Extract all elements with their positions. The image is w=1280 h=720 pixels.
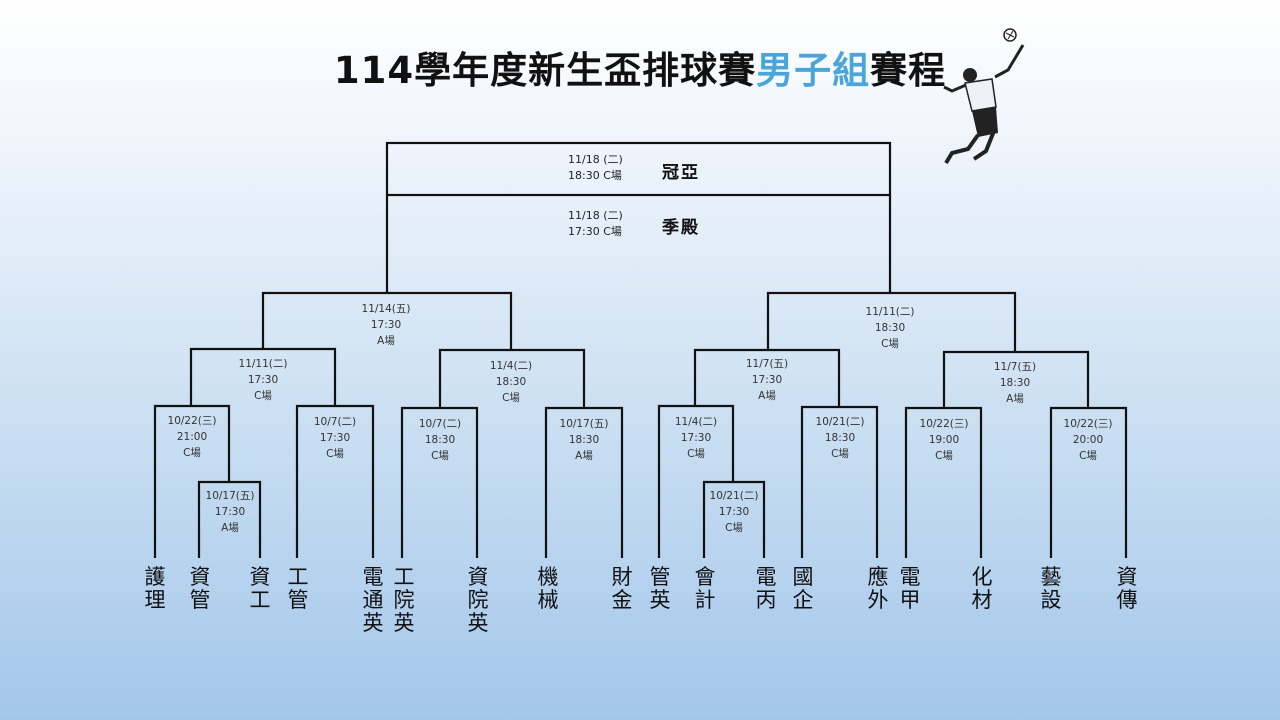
match-time: 21:00 bbox=[176, 431, 208, 443]
match-venue: C場 bbox=[935, 450, 953, 462]
match-date: 11/7(五) bbox=[993, 361, 1037, 373]
match-date: 11/11(二) bbox=[865, 306, 915, 318]
final-label: 冠亞 bbox=[662, 163, 700, 183]
team-name: 電通英 bbox=[362, 565, 384, 635]
team-name: 資院英 bbox=[467, 565, 489, 635]
team-name: 護理 bbox=[144, 565, 166, 612]
final-box bbox=[385, 141, 892, 197]
team-name: 財金 bbox=[611, 565, 633, 612]
match-venue: A場 bbox=[221, 522, 239, 534]
match-venue: C場 bbox=[881, 338, 899, 350]
team-name: 資工 bbox=[249, 565, 271, 612]
team-name: 電甲 bbox=[899, 565, 921, 612]
title-highlight: 男子組 bbox=[756, 49, 871, 92]
match-venue: C場 bbox=[1079, 450, 1097, 462]
match-time: 17:30 bbox=[680, 432, 712, 444]
page-title: 114學年度新生盃排球賽男子組賽程 bbox=[0, 40, 1280, 94]
match-date: 11/14(五) bbox=[361, 303, 411, 315]
team-name: 資管 bbox=[189, 565, 211, 612]
match-time: 17:30 bbox=[247, 374, 279, 386]
match-time: 20:00 bbox=[1072, 434, 1104, 446]
team-name: 管英 bbox=[649, 565, 671, 612]
match-time: 17:30 bbox=[370, 319, 402, 331]
match-date: 11/4(二) bbox=[674, 416, 718, 428]
match-time: 19:00 bbox=[928, 434, 960, 446]
team-name: 工院英 bbox=[393, 565, 415, 635]
match-date: 10/21(二) bbox=[709, 490, 759, 502]
match-venue: C場 bbox=[254, 390, 272, 402]
match-venue: A場 bbox=[758, 390, 776, 402]
third-place-label: 季殿 bbox=[662, 218, 700, 238]
team-name: 電丙 bbox=[755, 565, 777, 612]
match-date: 10/22(三) bbox=[167, 415, 217, 427]
match-venue: A場 bbox=[1006, 393, 1024, 405]
match-time: 17:30 bbox=[319, 432, 351, 444]
semifinal-right bbox=[766, 291, 1017, 352]
final-time: 18:30 C場 bbox=[568, 169, 622, 182]
match-date: 10/17(五) bbox=[559, 418, 609, 430]
match-venue: C場 bbox=[326, 448, 344, 460]
match-time: 17:30 bbox=[751, 374, 783, 386]
match-venue: C場 bbox=[725, 522, 743, 534]
match-date: 10/7(二) bbox=[418, 418, 462, 430]
match-date: 10/22(三) bbox=[919, 418, 969, 430]
team-name: 工管 bbox=[287, 565, 309, 612]
match-time: 18:30 bbox=[424, 434, 456, 446]
match-date: 11/7(五) bbox=[745, 358, 789, 370]
match-date: 10/17(五) bbox=[205, 490, 255, 502]
match-venue: A場 bbox=[377, 335, 395, 347]
match-venue: C場 bbox=[431, 450, 449, 462]
match-venue: A場 bbox=[575, 450, 593, 462]
match-date: 10/7(二) bbox=[313, 416, 357, 428]
match-date: 10/22(三) bbox=[1063, 418, 1113, 430]
match-venue: C場 bbox=[687, 448, 705, 460]
title-suffix: 賽程 bbox=[870, 49, 947, 92]
match-venue: C場 bbox=[831, 448, 849, 460]
team-name: 化材 bbox=[971, 565, 993, 612]
match-date: 11/11(二) bbox=[238, 358, 288, 370]
match-time: 17:30 bbox=[718, 506, 750, 518]
team-name: 機械 bbox=[537, 565, 559, 612]
third-place-info: 11/18 (二) 17:30 C場 bbox=[568, 208, 623, 240]
title-text: 114學年度新生盃排球賽 bbox=[333, 49, 757, 92]
team-name: 應外 bbox=[867, 565, 889, 612]
third-place-date: 11/18 (二) bbox=[568, 209, 623, 222]
team-name: 資傳 bbox=[1116, 565, 1138, 612]
match-time: 17:30 bbox=[214, 506, 246, 518]
team-name: 藝設 bbox=[1040, 565, 1062, 612]
match-time: 18:30 bbox=[568, 434, 600, 446]
final-match-info: 11/18 (二) 18:30 C場 bbox=[568, 152, 623, 184]
match-venue: C場 bbox=[183, 447, 201, 459]
match-time: 18:30 bbox=[495, 376, 527, 388]
team-name: 國企 bbox=[792, 565, 814, 612]
third-place-time: 17:30 C場 bbox=[568, 225, 622, 238]
match-date: 11/4(二) bbox=[489, 360, 533, 372]
match-time: 18:30 bbox=[874, 322, 906, 334]
match-date: 10/21(二) bbox=[815, 416, 865, 428]
match-time: 18:30 bbox=[999, 377, 1031, 389]
final-date: 11/18 (二) bbox=[568, 153, 623, 166]
match-venue: C場 bbox=[502, 392, 520, 404]
volleyball-player-icon bbox=[943, 28, 1025, 165]
team-name: 會計 bbox=[694, 565, 716, 612]
semifinal-left bbox=[261, 291, 513, 349]
match-time: 18:30 bbox=[824, 432, 856, 444]
